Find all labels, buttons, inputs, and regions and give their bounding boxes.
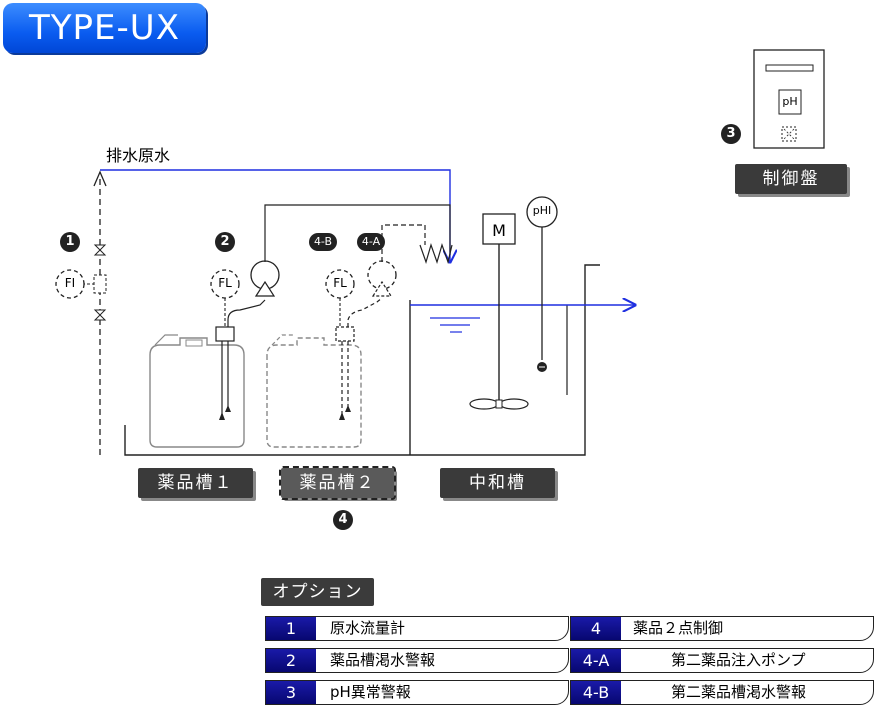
tank2-suction xyxy=(335,297,383,420)
option-text: 第二薬品槽渇水警報 xyxy=(671,683,807,701)
control-panel-label: 制御盤 xyxy=(735,164,847,194)
option-num: 2 xyxy=(266,649,316,672)
option-row-3: 3 pH異常警報 xyxy=(265,680,569,705)
neutralization-tank xyxy=(124,264,600,456)
tank1-suction xyxy=(215,299,266,420)
raw-water-blue-line xyxy=(100,169,450,262)
options-header: オプション xyxy=(261,578,374,606)
control-panel xyxy=(753,49,825,149)
raw-water-pipe xyxy=(82,170,107,455)
option-row-4a: 4-A 第二薬品注入ポンプ xyxy=(570,648,874,673)
mixer-label: M xyxy=(492,221,506,240)
fi-label: FI xyxy=(64,276,76,290)
option-text: pH異常警報 xyxy=(330,683,411,701)
chemical-pump-2 xyxy=(367,224,426,297)
injection-nozzles xyxy=(419,243,453,265)
raw-water-label: 排水原水 xyxy=(106,146,171,165)
option-num: 3 xyxy=(266,681,316,704)
option-num: 1 xyxy=(266,617,316,640)
chemical-tank-2 xyxy=(266,334,362,448)
fl1-label: FL xyxy=(218,276,232,290)
ph-meter xyxy=(526,196,558,372)
option-row-4: 4 薬品２点制御 xyxy=(570,616,874,641)
option-num: 4-A xyxy=(571,649,621,672)
marker-3: 3 xyxy=(721,124,741,144)
chemical-pump-1 xyxy=(250,204,451,297)
option-row-2: 2 薬品槽渇水警報 xyxy=(265,648,569,673)
control-panel-ph: pH xyxy=(782,95,798,108)
chemical-tank-1 xyxy=(149,334,245,448)
marker-2: 2 xyxy=(215,232,235,252)
mixer xyxy=(469,213,529,410)
option-row-1: 1 原水流量計 xyxy=(265,616,569,641)
option-num: 4 xyxy=(571,617,621,640)
option-num: 4-B xyxy=(571,681,621,704)
marker-4a: 4-A xyxy=(357,233,385,251)
option-text: 第二薬品注入ポンプ xyxy=(671,651,806,669)
option-text: 薬品槽渇水警報 xyxy=(330,651,436,669)
option-text: 原水流量計 xyxy=(330,619,406,637)
type-title-badge: TYPE-UX xyxy=(3,3,206,53)
option-text: 薬品２点制御 xyxy=(633,619,724,637)
marker-4b: 4-B xyxy=(309,233,337,251)
tank1-label: 薬品槽１ xyxy=(138,468,253,498)
neutral-tank-label: 中和槽 xyxy=(440,468,555,498)
phi-label: pHI xyxy=(532,204,552,217)
tank2-label: 薬品槽２ xyxy=(279,466,396,500)
marker-1: 1 xyxy=(60,232,80,252)
fl2-label: FL xyxy=(333,276,347,290)
option-row-4b: 4-B 第二薬品槽渇水警報 xyxy=(570,680,874,705)
fi-instrument xyxy=(55,269,85,299)
marker-4: 4 xyxy=(333,510,353,530)
